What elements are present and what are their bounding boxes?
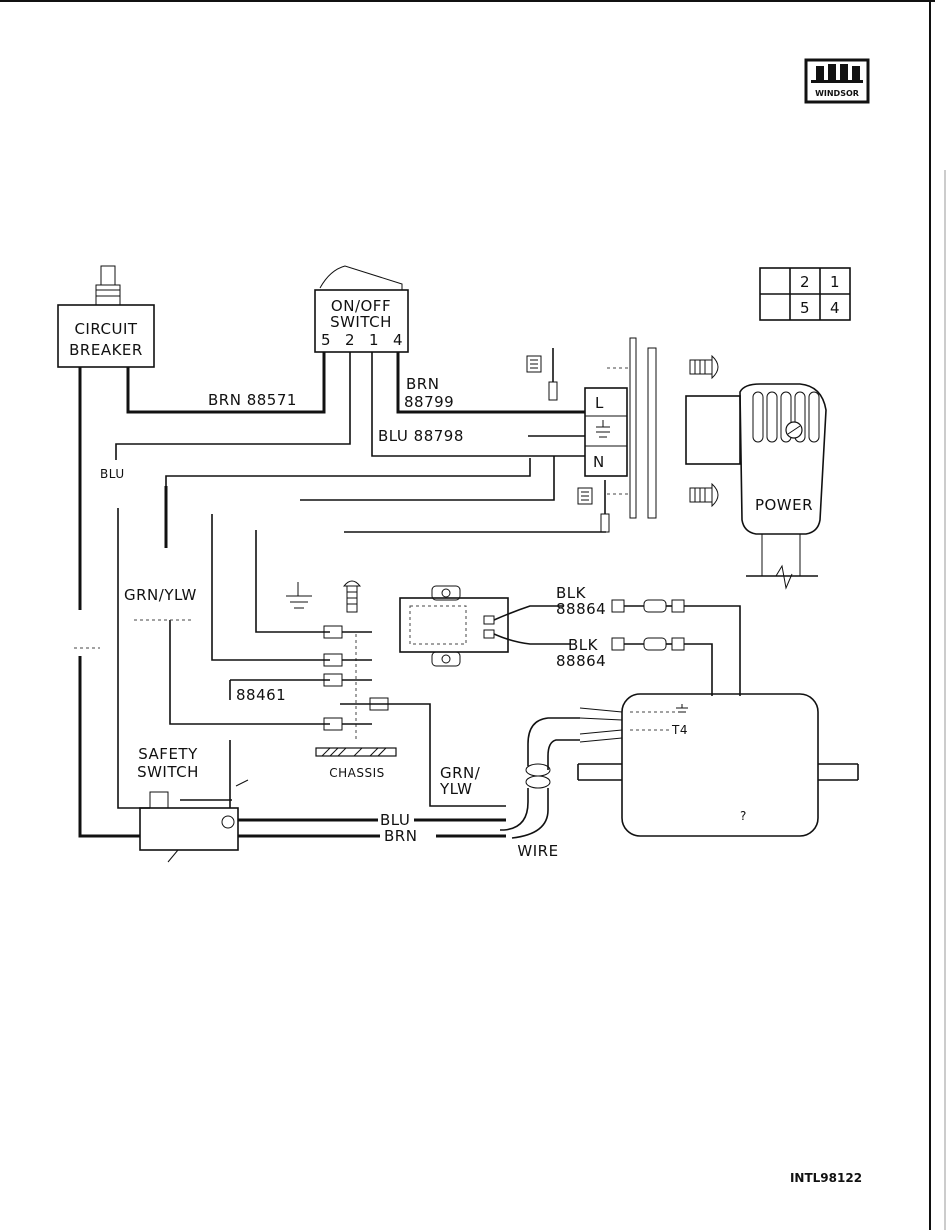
- wire-conduit: WIRE: [500, 708, 622, 860]
- wire-label-blk-lower-2: 88864: [556, 652, 606, 670]
- switch-label-2: SWITCH: [330, 313, 392, 331]
- power-label: POWER: [755, 496, 813, 514]
- pin-table-1: 1: [830, 273, 840, 291]
- pin-table-2: 2: [800, 273, 810, 291]
- wire-label-88461: 88461: [236, 686, 286, 704]
- terminal-n: N: [593, 453, 605, 471]
- wire-label-grn-ylw: GRN/YLW: [124, 586, 197, 604]
- wire-label-brn-88571: BRN 88571: [208, 391, 297, 409]
- switch-pin-4: 4: [393, 331, 403, 349]
- terminal-block: L N: [585, 338, 656, 518]
- terminal-hardware: [527, 348, 718, 532]
- chassis-symbol: CHASSIS: [316, 748, 396, 780]
- motor: T4 ?: [578, 694, 858, 836]
- screw-icon: [690, 356, 718, 378]
- circuit-breaker-label-2: BREAKER: [69, 341, 143, 359]
- windsor-logo: WINDSOR: [806, 60, 868, 102]
- power-cord-plug: POWER: [686, 384, 826, 588]
- wire-connectors: [324, 600, 684, 730]
- pin-table-5: 5: [800, 299, 810, 317]
- wire-label-brn-88799-1: BRN: [406, 375, 439, 393]
- figure-code: INTL98122: [790, 1171, 862, 1185]
- switch-pin-table: 2 1 5 4: [760, 268, 850, 320]
- circuit-breaker: CIRCUIT BREAKER: [58, 266, 154, 367]
- wire-label-brn-88799-2: 88799: [404, 393, 454, 411]
- ground-icon: [286, 582, 312, 608]
- wire-label-blu-left: BLU: [100, 467, 125, 481]
- safety-switch: SAFETY SWITCH: [137, 740, 248, 862]
- chassis-label: CHASSIS: [329, 766, 385, 780]
- circuit-breaker-label-1: CIRCUIT: [74, 320, 137, 338]
- safety-switch-label-1: SAFETY: [138, 745, 198, 763]
- terminal-l: L: [595, 394, 604, 412]
- switch-pin-2: 2: [345, 331, 355, 349]
- svg-text:?: ?: [740, 809, 747, 823]
- wire-label-blk-upper-2: 88864: [556, 600, 606, 618]
- relay-module: [400, 586, 508, 666]
- logo-text: WINDSOR: [815, 89, 859, 98]
- screw-icon: [690, 484, 718, 506]
- wire-label-grn-ylw-lower-2: YLW: [439, 780, 472, 798]
- wire-label-brn-bottom: BRN: [384, 827, 417, 845]
- switch-pin-5: 5: [321, 331, 331, 349]
- wire-label: WIRE: [517, 842, 558, 860]
- wire-label-blu-88798: BLU 88798: [378, 427, 464, 445]
- switch-pin-1: 1: [369, 331, 379, 349]
- motor-terminal-t4: T4: [671, 723, 688, 737]
- safety-switch-label-2: SWITCH: [137, 763, 199, 781]
- screw-icon: [344, 581, 360, 612]
- pin-table-4: 4: [830, 299, 840, 317]
- on-off-switch: ON/OFF SWITCH 5 2 1 4: [315, 266, 408, 352]
